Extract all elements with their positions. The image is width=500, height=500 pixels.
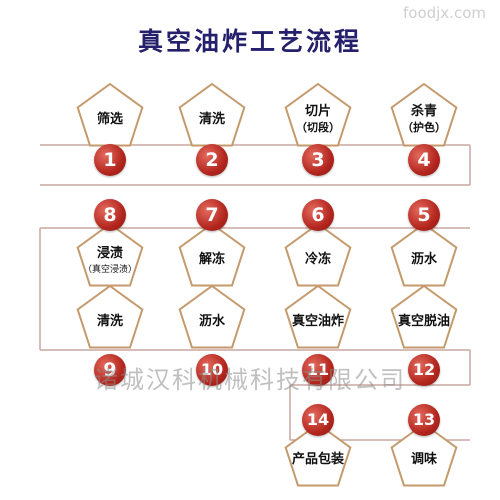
- step-number-badge-14: 14: [302, 404, 334, 436]
- step-number-badge-11: 11: [302, 354, 334, 386]
- pentagon-step-13: [390, 422, 458, 487]
- step-label-4: 杀青 （护色）: [384, 104, 464, 136]
- step-label-main: 解冻: [198, 252, 225, 267]
- step-number-badge-3: 3: [302, 144, 334, 176]
- step-label-14: 产品包装: [278, 452, 358, 468]
- step-label-5: 沥水: [384, 252, 464, 268]
- step-label-6: 冷冻: [278, 252, 358, 268]
- step-label-3: 切片 （切段）: [278, 104, 358, 136]
- step-label-main: 清洗: [96, 314, 123, 329]
- step-label-main: 真空脱油: [397, 314, 450, 329]
- step-label-main: 调味: [410, 452, 437, 467]
- diagram-title: 真空油炸工艺流程: [137, 27, 362, 56]
- step-label-sub: （切段）: [296, 121, 340, 134]
- step-label-main: 产品包装: [291, 452, 344, 467]
- step-label-2: 清洗: [172, 112, 252, 128]
- step-number-badge-4: 4: [408, 144, 440, 176]
- step-label-main: 冷冻: [304, 252, 331, 267]
- step-number-badge-12: 12: [408, 354, 440, 386]
- step-label-11: 真空油炸: [278, 314, 358, 330]
- step-label-8: 浸渍 （真空浸渍）: [70, 246, 150, 278]
- step-label-note: （真空浸渍）: [82, 265, 137, 275]
- step-label-main: 切片: [304, 104, 331, 119]
- step-number-badge-1: 1: [94, 144, 126, 176]
- pentagon-step-14: [284, 422, 352, 487]
- pentagon-step-11: [284, 284, 352, 349]
- step-number-badge-7: 7: [196, 199, 228, 231]
- step-number-badge-6: 6: [302, 199, 334, 231]
- step-label-1: 筛选: [70, 112, 150, 128]
- step-label-13: 调味: [384, 452, 464, 468]
- step-number-badge-10: 10: [196, 354, 228, 386]
- step-label-sub: （护色）: [402, 121, 446, 134]
- step-label-main: 筛选: [96, 112, 123, 127]
- pentagon-step-12: [390, 284, 458, 349]
- pentagon-step-10: [178, 284, 246, 349]
- step-label-10: 沥水: [172, 314, 252, 330]
- step-label-main: 清洗: [198, 112, 225, 127]
- pentagon-step-9: [76, 284, 144, 349]
- step-label-main: 杀青: [410, 104, 437, 119]
- step-label-7: 解冻: [172, 252, 252, 268]
- step-number-badge-9: 9: [94, 354, 126, 386]
- step-label-main: 沥水: [410, 252, 437, 267]
- step-number-badge-13: 13: [408, 404, 440, 436]
- watermark-text: foodjx.com: [402, 4, 486, 22]
- company-watermark: 诸城汉科机械科技有限公司: [94, 366, 406, 394]
- step-number-badge-5: 5: [408, 199, 440, 231]
- step-label-9: 清洗: [70, 314, 150, 330]
- step-label-main: 浸渍: [96, 246, 123, 261]
- step-number-badge-2: 2: [196, 144, 228, 176]
- pentagon-nodes: [76, 82, 458, 487]
- step-label-main: 沥水: [198, 314, 225, 329]
- step-label-12: 真空脱油: [384, 314, 464, 330]
- step-number-badge-8: 8: [94, 199, 126, 231]
- step-label-main: 真空油炸: [291, 314, 344, 329]
